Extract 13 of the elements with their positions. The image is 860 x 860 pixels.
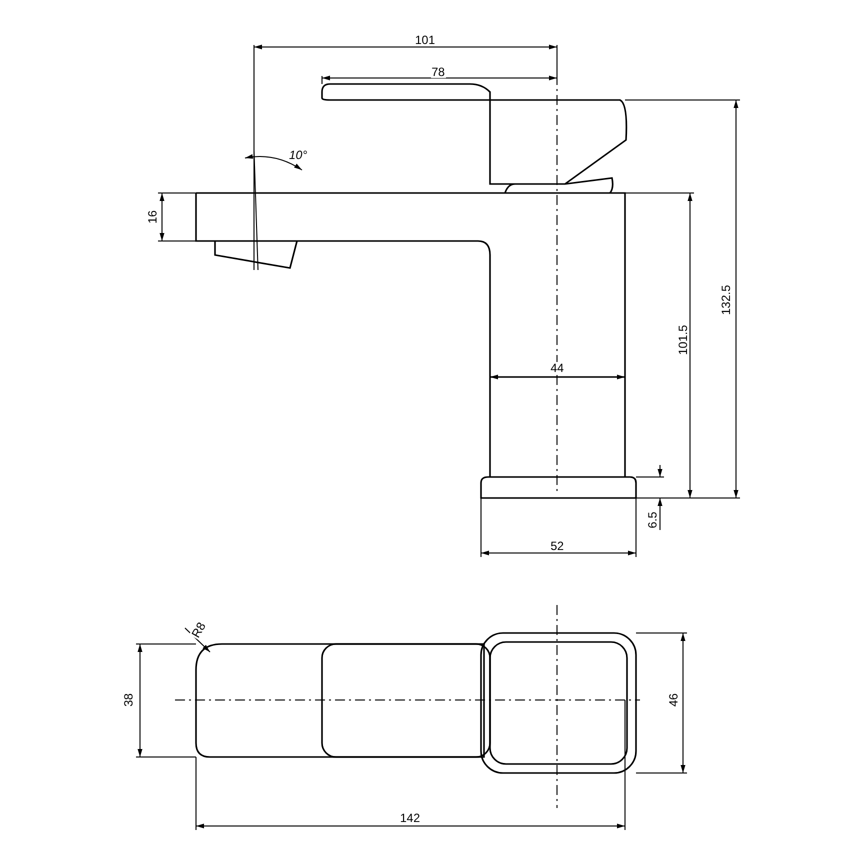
dimension-label: 52	[550, 540, 565, 552]
dimension-label: 38	[122, 692, 134, 708]
dimension-label: 16	[146, 209, 158, 225]
dimension-label: 6.5	[646, 510, 658, 530]
dimension-label: 101	[414, 34, 436, 46]
dimension-label: R8	[188, 620, 208, 640]
dimension-label: 142	[399, 812, 422, 824]
dimension-label: 101.5	[677, 324, 690, 356]
dimension-label: 10°	[288, 149, 308, 161]
dimension-label: 132.5	[720, 284, 732, 316]
dimension-label: 78	[430, 66, 446, 78]
dimension-label: 44	[550, 362, 565, 374]
dimension-label: 46	[667, 692, 680, 708]
